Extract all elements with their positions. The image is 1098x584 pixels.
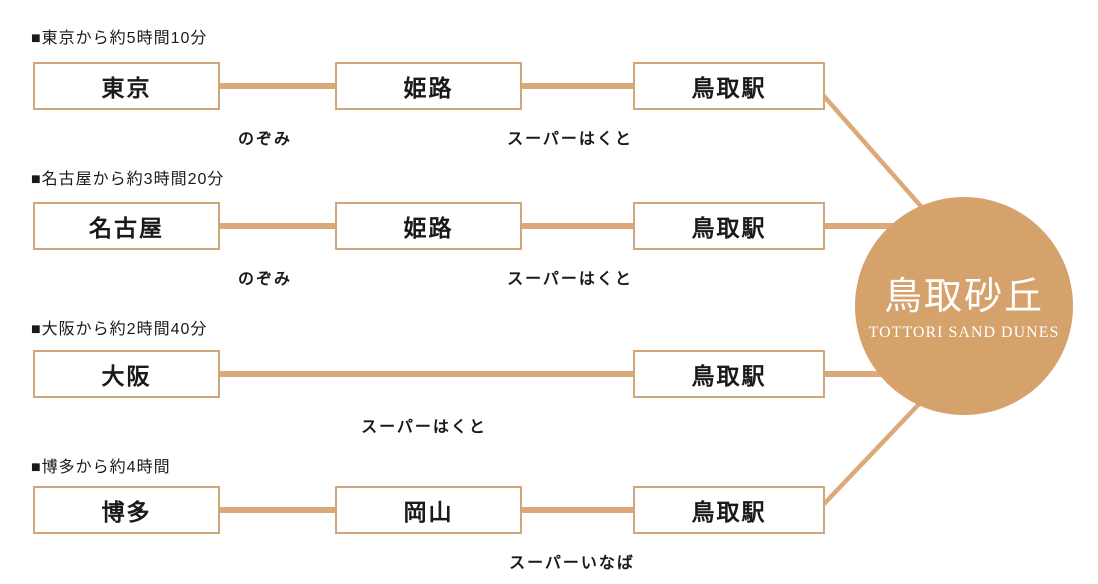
station-box-himeji-1: 姫路 [335, 62, 522, 110]
train-label-nozomi-2: のぞみ [237, 271, 293, 288]
route-heading-tokyo: ■東京から約5時間10分 [31, 30, 208, 47]
train-label-nozomi-1: のぞみ [237, 131, 293, 148]
station-box-osaka: 大阪 [33, 350, 220, 398]
destination-title-en: TOTTORI SAND DUNES [868, 323, 1060, 341]
station-box-okayama: 岡山 [335, 486, 522, 534]
train-label-superhakuto-3: スーパーはくと [361, 419, 487, 436]
station-box-tottori-1: 鳥取駅 [633, 62, 825, 110]
station-box-tokyo: 東京 [33, 62, 220, 110]
route-heading-osaka: ■大阪から約2時間40分 [31, 321, 208, 338]
destination-title-jp: 鳥取砂丘 [883, 275, 1044, 318]
station-box-tottori-4: 鳥取駅 [633, 486, 825, 534]
station-box-tottori-2: 鳥取駅 [633, 202, 825, 250]
station-box-nagoya: 名古屋 [33, 202, 220, 250]
station-box-himeji-2: 姫路 [335, 202, 522, 250]
station-box-tottori-3: 鳥取駅 [633, 350, 825, 398]
station-box-hakata: 博多 [33, 486, 220, 534]
route-heading-nagoya: ■名古屋から約3時間20分 [31, 171, 225, 188]
destination-circle: 鳥取砂丘 TOTTORI SAND DUNES [855, 197, 1073, 415]
train-label-superinaba: スーパーいなば [509, 555, 635, 572]
train-label-superhakuto-2: スーパーはくと [507, 271, 633, 288]
train-label-superhakuto-1: スーパーはくと [507, 131, 633, 148]
route-heading-hakata: ■博多から約4時間 [31, 459, 171, 476]
